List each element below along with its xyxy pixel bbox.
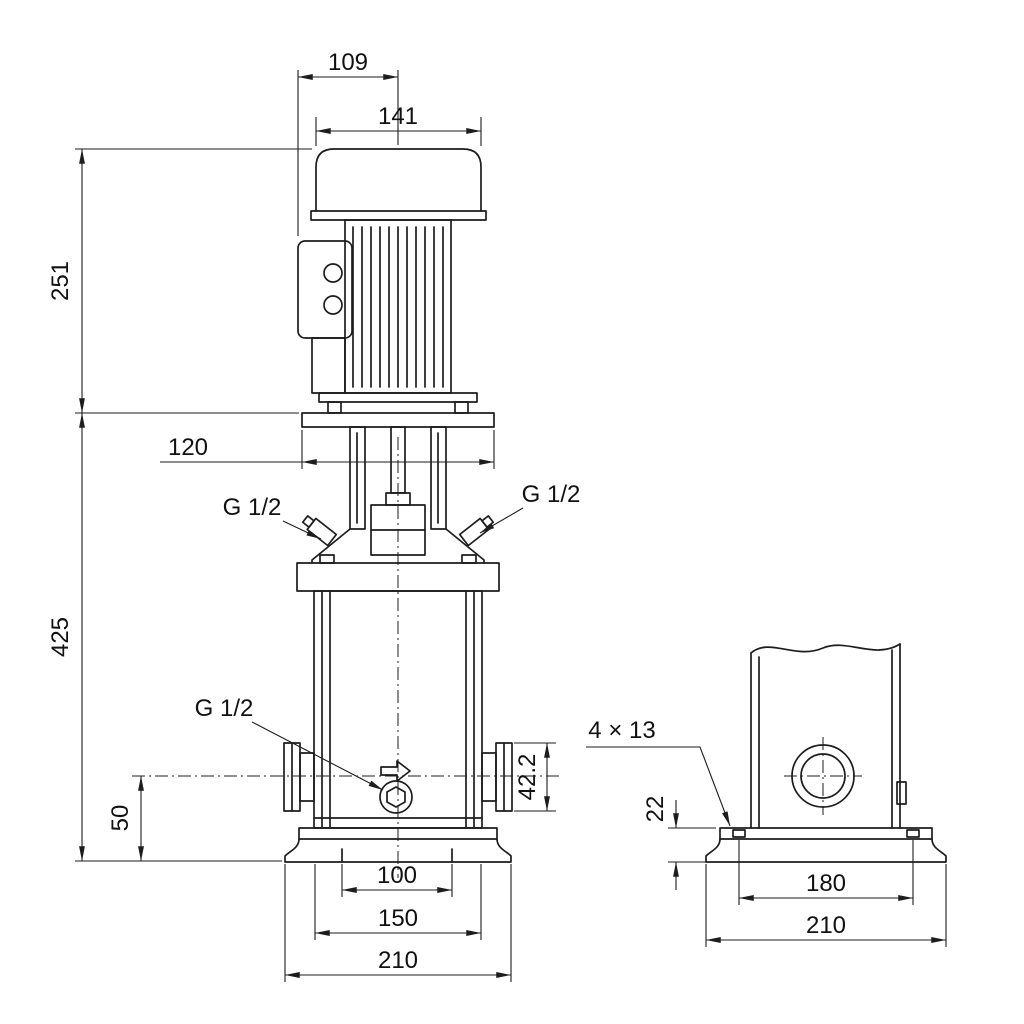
vent-plug-left-icon (301, 515, 338, 547)
dim-50-label: 50 (107, 805, 134, 832)
port-left (283, 742, 315, 812)
dim-180-label: 180 (806, 870, 846, 897)
motor-fan-cover (310, 148, 487, 221)
drain-plug (379, 780, 413, 814)
drain-label: G 1/2 (195, 695, 254, 722)
break-line (750, 643, 901, 654)
base-front (284, 827, 512, 863)
side-port-inner (800, 753, 846, 799)
dim-425-label: 425 (47, 617, 74, 657)
cable-entry-bottom (323, 295, 343, 315)
side-view (705, 643, 947, 863)
motor-body (344, 219, 452, 394)
dim-210-front-label: 210 (378, 947, 418, 974)
vent-plug-right-icon (458, 515, 495, 547)
holes-label: 4 × 13 (588, 717, 655, 744)
dim-120-label: 120 (168, 434, 208, 461)
dim-100-label: 100 (377, 862, 417, 889)
dim-109-label: 109 (328, 49, 368, 76)
dim-22-label: 22 (642, 796, 669, 823)
vent-left-label: G 1/2 (223, 494, 282, 521)
vent-left-leader (282, 520, 322, 540)
flow-direction-arrow-icon (380, 760, 411, 782)
bolt-hole-right (906, 829, 920, 838)
holes-leader (586, 746, 731, 827)
front-view (283, 148, 513, 863)
dim-210-side-label: 210 (806, 912, 846, 939)
port-right (481, 742, 513, 812)
vent-right-label: G 1/2 (522, 481, 581, 508)
dim-141-label: 141 (378, 103, 418, 130)
dim-150-label: 150 (378, 905, 418, 932)
drain-leader (251, 721, 384, 791)
dim-42-2-label: 42.2 (514, 754, 541, 801)
coupling-section (311, 426, 485, 564)
dimension-lines (75, 70, 947, 982)
base-side (705, 827, 947, 863)
vent-right-leader (479, 507, 524, 534)
dim-251-label: 251 (47, 261, 74, 301)
terminal-box (297, 240, 353, 394)
dimension-labels: 109 141 251 425 120 G 1/2 G 1/2 G 1/2 50… (47, 49, 846, 974)
cable-entry-top (323, 263, 343, 283)
motor-flange (301, 392, 495, 428)
centerlines (132, 437, 862, 878)
side-port-outer (791, 744, 855, 808)
bolt-hole-left (732, 829, 746, 838)
chamber-stack (313, 590, 483, 829)
nameplate (896, 781, 907, 805)
